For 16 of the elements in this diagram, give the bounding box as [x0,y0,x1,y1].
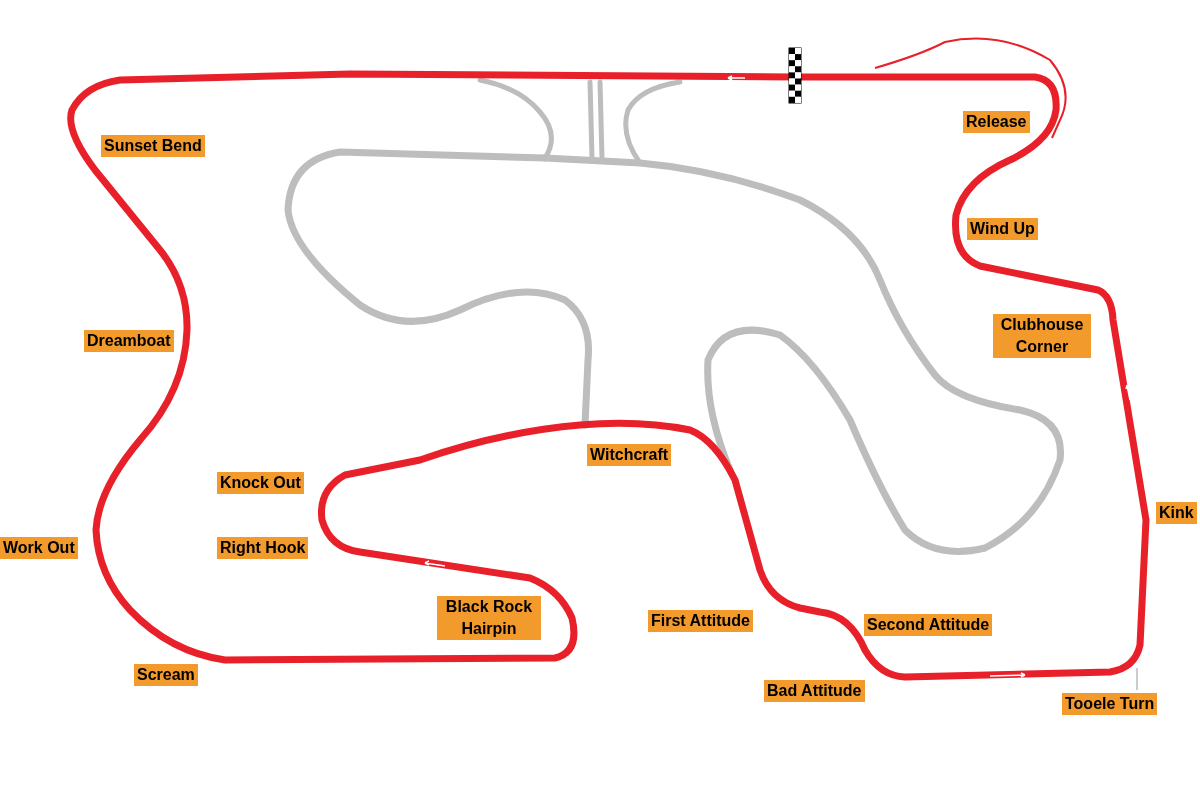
corner-label: Black Rock Hairpin [437,596,541,640]
corner-label: Wind Up [967,218,1038,240]
corner-label: Clubhouse Corner [993,314,1091,358]
corner-label: Witchcraft [587,444,672,466]
corner-label: Work Out [0,537,78,559]
corner-label: Dreamboat [84,330,174,352]
corner-label: Right Hook [217,537,309,559]
corner-label: Scream [134,664,198,686]
corner-label: Sunset Bend [101,135,205,157]
corner-label: Tooele Turn [1062,693,1158,715]
corner-label: Kink [1156,502,1197,524]
corner-label: First Attitude [648,610,753,632]
corner-label: Second Attitude [864,614,993,636]
corner-label: Bad Attitude [764,680,865,702]
corner-label: Release [963,111,1030,133]
corner-label: Knock Out [217,472,304,494]
